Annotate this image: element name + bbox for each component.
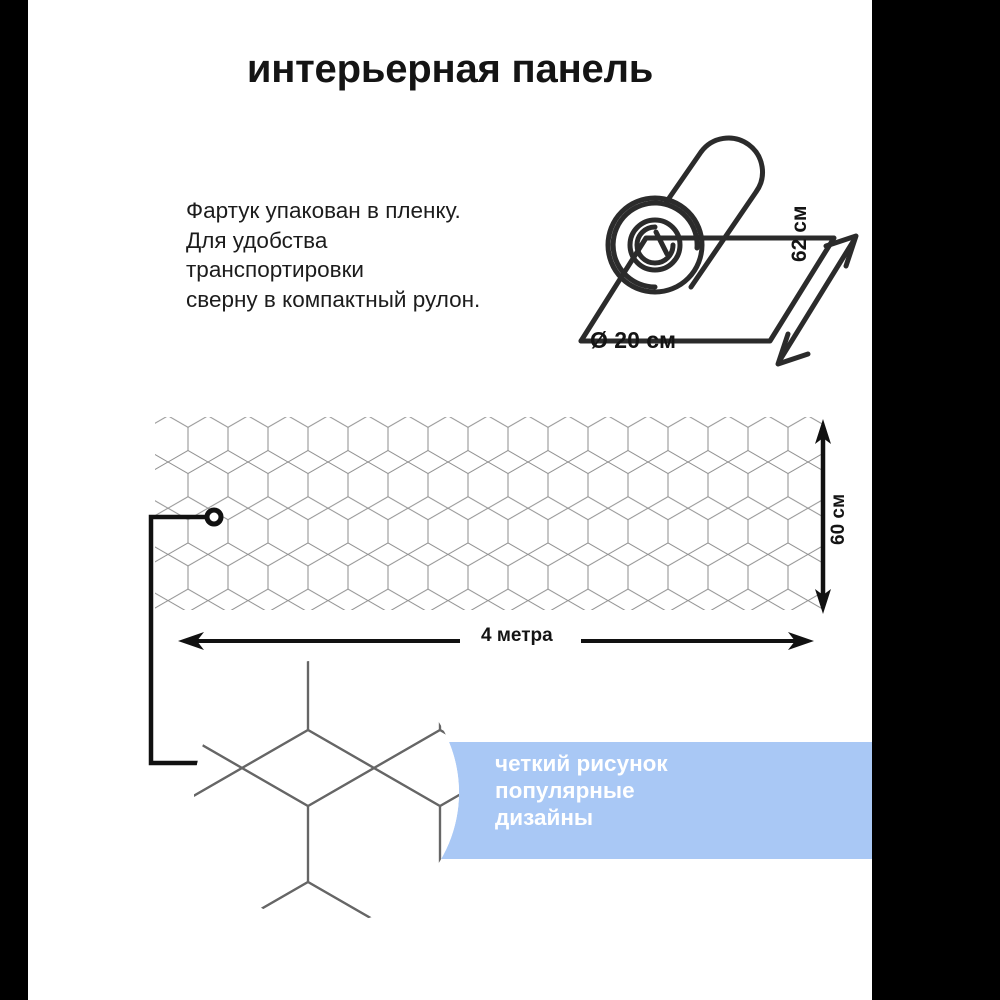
description-line-3: транспортировки — [186, 257, 364, 282]
honeycomb-panel-surface — [155, 417, 823, 610]
panel-height-label: 60 см — [828, 493, 849, 545]
poster-canvas: интерьерная панель Фартук упакован в пле… — [28, 0, 872, 1000]
description-line-1: Фартук упакован в пленку. — [186, 198, 461, 223]
roll-width-label: 62 см — [788, 205, 811, 262]
description-text: Фартук упакован в пленку. Для удобства т… — [186, 196, 480, 314]
description-line-2: Для удобства — [186, 227, 328, 253]
diameter-label: Ø 20 см — [590, 327, 677, 353]
callout-leader-line — [148, 507, 224, 766]
diagram-vector-layer — [148, 135, 859, 766]
page-title: интерьерная панель — [246, 47, 654, 91]
length-dimension-arrow — [178, 632, 814, 650]
feature-banner-text: четкий рисунок популярные дизайны — [495, 750, 668, 831]
panel-length-label: 4 метра — [481, 625, 553, 646]
banner-line-2: популярные — [495, 778, 635, 803]
width-dimension-arrow — [775, 233, 859, 367]
zoomed-pattern-svg — [194, 660, 459, 925]
feature-banner — [440, 742, 872, 859]
zoomed-pattern-detail — [194, 660, 459, 925]
banner-line-1: четкий рисунок — [495, 751, 668, 776]
roll-icon — [578, 135, 837, 344]
description-line-4: сверну в компактный рулон. — [186, 286, 481, 312]
height-dimension-arrow — [815, 419, 831, 614]
banner-line-3: дизайны — [495, 805, 594, 830]
